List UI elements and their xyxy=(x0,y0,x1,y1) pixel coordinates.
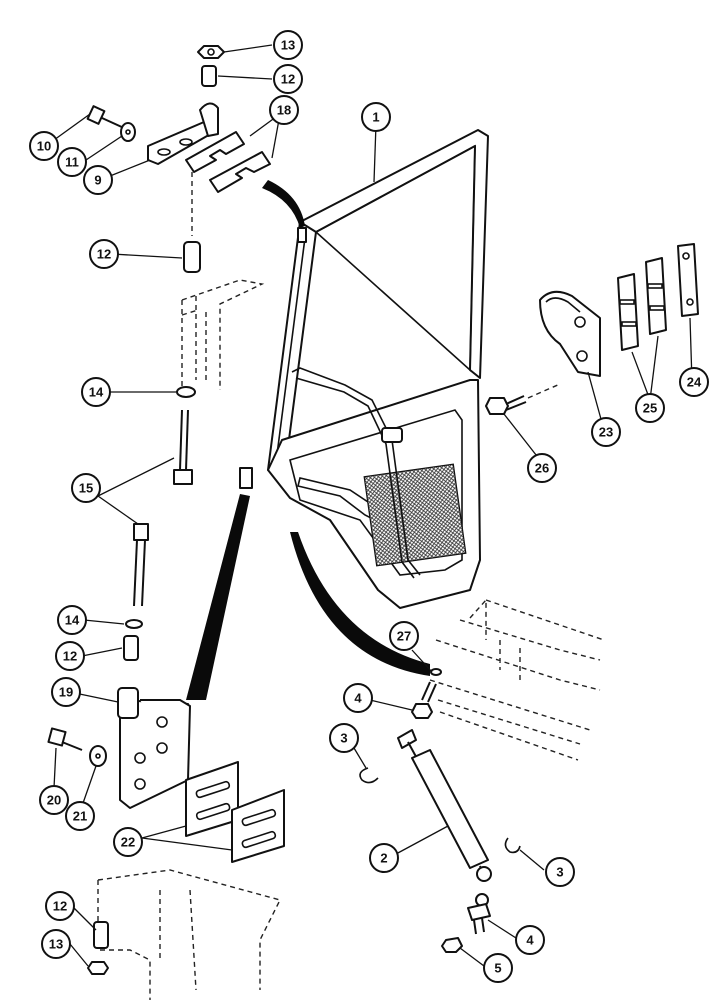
callout-label: 23 xyxy=(599,425,613,440)
bushing-12-upper xyxy=(183,241,201,273)
callout-10: 10 xyxy=(29,131,59,161)
callout-label: 3 xyxy=(340,731,347,746)
callout-12-upper: 12 xyxy=(89,239,119,269)
callout-13-bottom: 13 xyxy=(41,929,71,959)
callout-3-right: 3 xyxy=(545,857,575,887)
bushing-12-bottom xyxy=(93,921,109,949)
callout-label: 11 xyxy=(65,155,79,170)
nut-5 xyxy=(441,937,463,953)
callout-label: 9 xyxy=(94,173,101,188)
callout-22: 22 xyxy=(113,827,143,857)
callout-9: 9 xyxy=(83,165,113,195)
clip-3-left xyxy=(359,767,379,784)
callout-23: 23 xyxy=(591,417,621,447)
nut-13-bottom xyxy=(87,961,109,975)
callout-14-upper: 14 xyxy=(81,377,111,407)
leader-band-left xyxy=(186,494,250,700)
callout-label: 12 xyxy=(281,72,295,87)
callout-24: 24 xyxy=(679,367,709,397)
callout-label: 4 xyxy=(526,933,534,948)
bolt-26 xyxy=(485,395,527,415)
callout-3-left: 3 xyxy=(329,723,359,753)
callout-21: 21 xyxy=(65,801,95,831)
callout-label: 24 xyxy=(687,375,702,390)
callout-26: 26 xyxy=(527,453,557,483)
callout-14-lower: 14 xyxy=(57,605,87,635)
callout-20: 20 xyxy=(39,785,69,815)
callout-12-top: 12 xyxy=(273,64,303,94)
washer-14-upper xyxy=(176,386,196,398)
nut-13-top xyxy=(197,45,225,59)
callout-label: 20 xyxy=(47,793,61,808)
callout-4-lower: 4 xyxy=(515,925,545,955)
callout-27: 27 xyxy=(389,621,419,651)
callout-label: 14 xyxy=(65,613,80,628)
callout-label: 12 xyxy=(53,899,67,914)
callout-label: 12 xyxy=(63,649,77,664)
callout-label: 19 xyxy=(59,685,73,700)
cab-body-lower-right xyxy=(429,598,605,761)
callout-13-top: 13 xyxy=(273,30,303,60)
callout-5: 5 xyxy=(483,953,513,983)
callout-11: 11 xyxy=(57,147,87,177)
washer-11 xyxy=(120,122,136,142)
callout-label: 21 xyxy=(73,809,87,824)
callout-label: 1 xyxy=(372,110,379,125)
callout-label: 22 xyxy=(121,835,135,850)
callout-label: 2 xyxy=(380,851,387,866)
door-frame xyxy=(239,129,489,609)
callout-label: 13 xyxy=(281,38,295,53)
callout-label: 15 xyxy=(79,481,93,496)
callout-label: 25 xyxy=(643,401,657,416)
leader-lines xyxy=(53,44,693,967)
callout-15: 15 xyxy=(71,473,101,503)
callout-4-upper: 4 xyxy=(343,683,373,713)
callout-label: 13 xyxy=(49,937,63,952)
callout-label: 18 xyxy=(277,103,291,118)
latch-striker-23 xyxy=(539,290,601,377)
callout-12-lower: 12 xyxy=(55,641,85,671)
shims-25 xyxy=(617,257,667,351)
ball-stud-4-lower xyxy=(467,893,491,935)
callout-18: 18 xyxy=(269,95,299,125)
callout-12-bottom: 12 xyxy=(45,891,75,921)
callout-1: 1 xyxy=(361,102,391,132)
leader-band-upper xyxy=(262,180,305,228)
bolt-20 xyxy=(47,727,83,751)
callout-label: 5 xyxy=(494,961,501,976)
callout-label: 4 xyxy=(354,691,362,706)
shims-18 xyxy=(185,131,271,193)
callout-label: 12 xyxy=(97,247,111,262)
callout-2: 2 xyxy=(369,843,399,873)
shims-22 xyxy=(185,761,285,863)
washer-14-lower xyxy=(125,619,143,629)
callout-19: 19 xyxy=(51,677,81,707)
clip-3-right xyxy=(504,837,521,854)
callout-label: 27 xyxy=(397,629,411,644)
leader-band-right xyxy=(290,532,430,676)
washer-21 xyxy=(89,745,107,767)
callout-label: 3 xyxy=(556,865,563,880)
ball-stud-4-upper xyxy=(411,681,437,719)
bushing-12-lower xyxy=(123,635,139,661)
spacer-plate-24 xyxy=(677,243,699,317)
gas-strut-2 xyxy=(397,729,492,882)
clip-27 xyxy=(430,668,442,676)
callout-label: 14 xyxy=(89,385,104,400)
guide-dash-right xyxy=(527,383,561,399)
callout-25: 25 xyxy=(635,393,665,423)
cab-post-lower xyxy=(97,869,282,1000)
bolt-10 xyxy=(86,105,125,129)
bushing-12-top xyxy=(201,65,217,87)
hinge-19 xyxy=(117,687,191,809)
callout-label: 26 xyxy=(535,461,549,476)
bolt-15-upper xyxy=(173,409,193,485)
hinge-plate-9 xyxy=(147,102,219,165)
bolt-15-lower xyxy=(133,523,149,607)
cab-post-upper xyxy=(181,279,265,390)
callout-label: 10 xyxy=(37,139,51,154)
